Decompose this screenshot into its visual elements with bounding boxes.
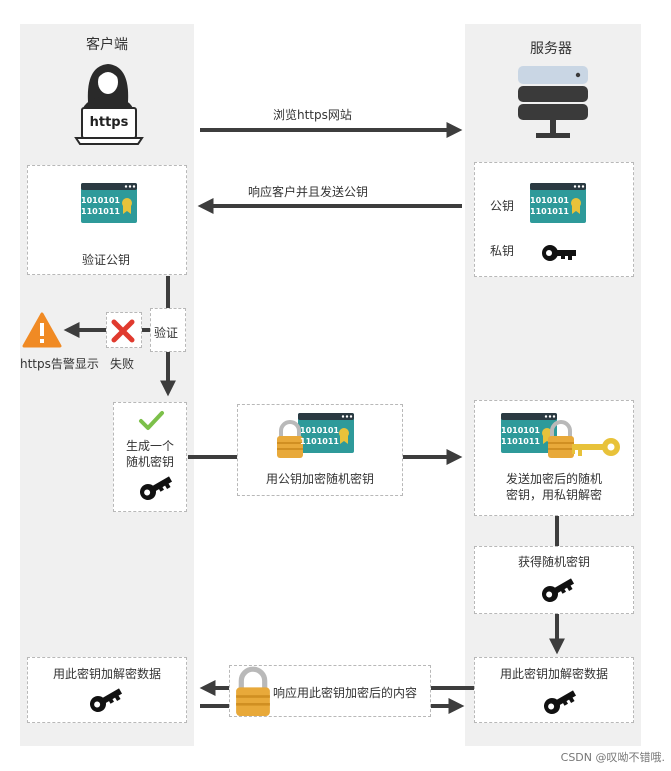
laptop-icon [74,107,144,145]
server-icon [518,66,588,138]
cert-server-line2: 1101011 [530,207,569,216]
fail-label: 失败 [110,357,135,371]
browse-label: 浏览https网站 [273,108,352,122]
privkey-label: 私钥 [490,244,515,258]
private-key-icon [542,245,576,261]
cert-encrypt-line2: 1101011 [300,437,339,446]
person-icon [82,64,134,112]
verify-pubkey-label: 验证公钥 [82,253,131,267]
server-final-label: 用此密钥加解密数据 [499,667,608,681]
response-label: 响应用此密钥加密后的内容 [273,686,418,700]
client-final-box [27,657,187,723]
laptop-https-label: https [89,115,129,130]
warning-label: https告警显示 [20,357,99,371]
pubkey-label: 公钥 [490,199,515,213]
verify-label: 验证 [154,326,179,340]
generate-label-line2: 随机密钥 [125,455,174,469]
footer-watermark: CSDN @叹呦不错哦. [560,751,665,764]
fail-icon [111,319,135,343]
check-icon [139,411,164,430]
cert-encrypt-line1: 1010101 [300,426,339,435]
cert-server-line1: 1010101 [530,196,569,205]
decrypt-label-line1: 发送加密后的随机 [505,472,602,486]
obtain-key-box [474,546,634,614]
gold-key-icon [572,438,620,456]
warning-icon [22,312,62,348]
client-final-label: 用此密钥加解密数据 [52,667,161,681]
key-icon-client-final [87,684,125,715]
cert-decrypt-line2: 1101011 [501,437,540,446]
key-icon-obtain [539,574,577,605]
lock-icon-response [236,669,270,716]
key-icon-generate [137,472,175,503]
key-icon-server-final [541,686,579,717]
encrypt-key-label: 用公钥加密随机密钥 [265,472,374,486]
server-column [465,24,641,746]
decrypt-label-line2: 密钥，用私钥解密 [505,488,602,502]
lock-icon-decrypt [546,420,576,460]
server-title: 服务器 [530,41,572,57]
verify-box [150,308,186,352]
respond-pubkey-label: 响应客户并且发送公钥 [248,185,369,199]
cert-client-line1: 1010101 [81,196,120,205]
cert-client-line2: 1101011 [81,207,120,216]
cert-decrypt-line1: 1010101 [501,426,540,435]
generate-label-line1: 生成一个 [125,439,174,453]
client-title: 客户端 [86,37,128,53]
obtain-key-label: 获得随机密钥 [517,555,590,569]
